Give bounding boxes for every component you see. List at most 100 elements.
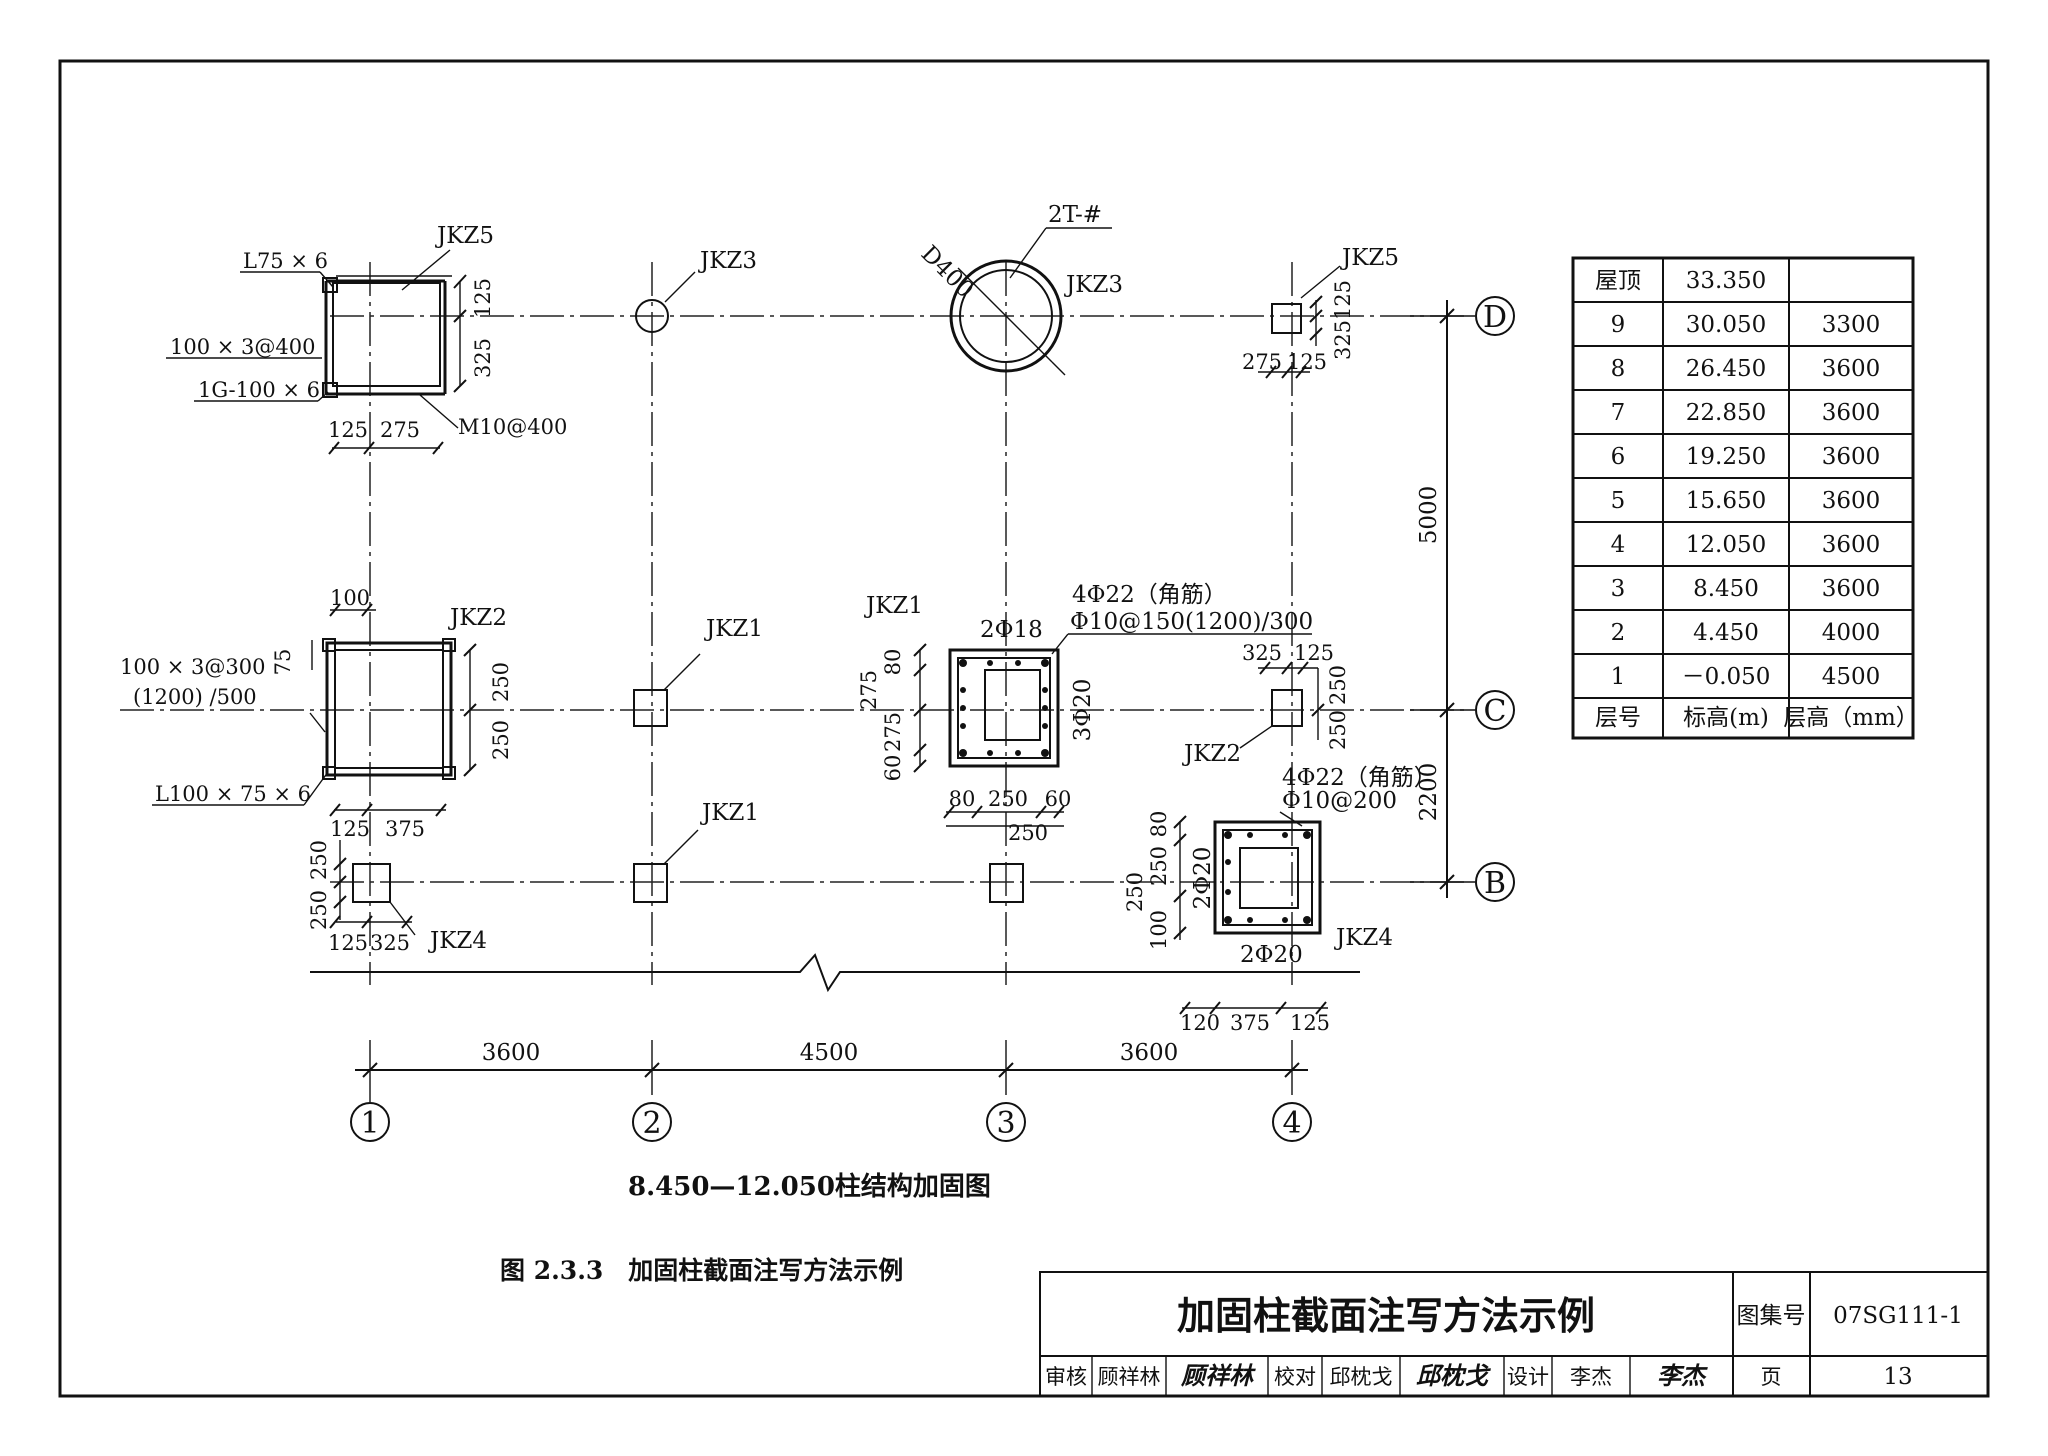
- label-4phi22-corner: 4Φ22（角筋）: [1072, 582, 1227, 608]
- dim-jkz4r-375: 375: [1230, 1011, 1270, 1035]
- table-cell-height: 4000: [1822, 620, 1881, 646]
- table-cell-floor: 2: [1611, 620, 1626, 646]
- check-label: 校对: [1274, 1365, 1316, 1389]
- axis-bubble-4: [1272, 1102, 1312, 1142]
- table-header-floor: 层号: [1595, 705, 1641, 731]
- label-jkz4-stirrup: Φ10@200: [1282, 788, 1397, 814]
- label-2t: 2T-#: [1048, 202, 1102, 228]
- label-plate-1200-500: (1200) /500: [133, 685, 257, 709]
- title-block: 加固柱截面注写方法示例 图集号 07SG111-1 审核 顾祥林 顾祥林 校对 …: [1039, 1271, 1989, 1397]
- table-cell-floor: 屋顶: [1595, 268, 1641, 294]
- drawing-frame: [58, 59, 1990, 1398]
- label-jkz1-big: JKZ1: [864, 593, 923, 619]
- label-angle-l75: L75 × 6: [243, 249, 328, 273]
- dim-jkz2-75: 75: [271, 649, 295, 676]
- table-cell-floor: 1: [1611, 664, 1626, 690]
- label-plate-100x3-300: 100 × 3@300: [120, 655, 265, 679]
- dim-jkz4r-125: 125: [1290, 1011, 1330, 1035]
- dim-jkz2-250b: 250: [489, 720, 513, 760]
- column-jkz1-mid: JKZ1: [633, 616, 763, 727]
- table-cell-elev: 22.850: [1686, 400, 1766, 426]
- table-cell-elev: 33.350: [1686, 268, 1766, 294]
- column-axis3-b: [989, 863, 1024, 903]
- atlas-label: 图集号: [1737, 1303, 1806, 1329]
- figure-caption: 图 2.3.3 加固柱截面注写方法示例: [500, 1256, 903, 1285]
- dim-jkz1-b250b: 250: [1008, 821, 1048, 845]
- label-jkz4-right: JKZ4: [1334, 925, 1393, 951]
- dim-jkz2r-250a: 250: [1326, 665, 1350, 705]
- table-cell-floor: 6: [1611, 444, 1626, 470]
- table-cell-elev: 26.450: [1686, 356, 1766, 382]
- table-cell-height: 3600: [1822, 488, 1881, 514]
- dim-jkz5-right: 275: [380, 418, 420, 442]
- label-jkz2-right: JKZ2: [1182, 741, 1241, 767]
- dim-jkz1-b60: 60: [1045, 787, 1072, 811]
- dim-jkz4r-100: 100: [1147, 910, 1171, 950]
- table-cell-floor: 5: [1611, 488, 1626, 514]
- label-jkz3-small: JKZ3: [698, 248, 757, 274]
- label-jkz1-mid: JKZ1: [704, 616, 763, 642]
- dim-jkz5r-left: 275: [1242, 350, 1282, 374]
- label-jkz4-left: JKZ4: [428, 928, 487, 954]
- column-jkz5-left: JKZ5 L75 × 6 100 × 3@400 1G-100 × 6 M10@…: [166, 223, 567, 455]
- column-jkz5-right: JKZ5 125 325 275 125: [1242, 245, 1399, 379]
- table-cell-elev: 8.450: [1693, 576, 1759, 602]
- label-jkz3-round: JKZ3: [1064, 272, 1123, 298]
- column-jkz2-left: JKZ2 100 75 100 × 3@300 (1200) /500 L100…: [120, 586, 513, 841]
- column-jkz3-small: JKZ3: [635, 248, 757, 333]
- span-label-12: 3600: [482, 1040, 541, 1066]
- dim-jkz4r-80: 80: [1147, 811, 1171, 838]
- axis-label-1: 1: [360, 1106, 379, 1141]
- axis-label-3: 3: [996, 1106, 1015, 1141]
- dim-jkz2-375: 375: [385, 817, 425, 841]
- axis-bubble-D: [1475, 296, 1515, 336]
- design-label: 设计: [1507, 1365, 1549, 1389]
- span-label-DC: 5000: [1416, 486, 1442, 545]
- span-label-CB: 2200: [1416, 763, 1442, 822]
- table-cell-elev: 4.450: [1693, 620, 1759, 646]
- title-block-title: 加固柱截面注写方法示例: [1177, 1293, 1595, 1338]
- column-jkz1-lower: JKZ1: [633, 800, 759, 903]
- table-cell-height: 4500: [1822, 664, 1881, 690]
- page-label: 页: [1761, 1365, 1782, 1389]
- label-2phi18: 2Φ18: [980, 617, 1043, 643]
- dim-jkz1-275b: 275: [881, 712, 905, 752]
- table-cell-floor: 4: [1611, 532, 1626, 558]
- dim-jkz5-bottom: 325: [471, 338, 495, 378]
- table-cell-floor: 7: [1611, 400, 1626, 426]
- table-cell-floor: 9: [1611, 312, 1626, 338]
- dim-jkz1-80: 80: [881, 649, 905, 676]
- label-bolt-m10: M10@400: [458, 415, 567, 439]
- column-jkz4-left: JKZ4 250 250 125 325: [307, 840, 487, 955]
- dim-jkz2-125: 125: [330, 817, 370, 841]
- label-jkz4-corner: 4Φ22（角筋）: [1282, 765, 1437, 791]
- table-cell-height: 3600: [1822, 576, 1881, 602]
- table-cell-height: 3600: [1822, 400, 1881, 426]
- dim-jkz2r-125: 125: [1294, 641, 1334, 665]
- dim-jkz2r-250b: 250: [1326, 710, 1350, 750]
- dim-jkz4-325: 325: [370, 931, 410, 955]
- column-jkz2-right: JKZ2 325 125 250 250: [1182, 641, 1350, 767]
- dim-jkz2-100: 100: [330, 586, 370, 610]
- dim-jkz1-60: 60: [881, 755, 905, 782]
- dim-jkz5r-top: 125: [1331, 280, 1355, 320]
- dim-jkz5-left: 125: [328, 418, 368, 442]
- designer-signature: 李杰: [1657, 1361, 1708, 1390]
- axis-label-4: 4: [1282, 1106, 1301, 1141]
- table-cell-height: 3300: [1822, 312, 1881, 338]
- column-jkz4-right: 4Φ22（角筋） Φ10@200 2Φ20 2Φ20 JKZ4 80 250 2…: [1123, 765, 1437, 1035]
- column-axis-markers: 3600 4500 3600 1 2 3 4: [350, 1040, 1312, 1142]
- table-cell-floor: 8: [1611, 356, 1626, 382]
- label-jkz4-side: 2Φ20: [1190, 847, 1216, 910]
- dim-jkz4r-120: 120: [1180, 1011, 1220, 1035]
- dim-jkz4-125: 125: [328, 931, 368, 955]
- designer-name: 李杰: [1570, 1365, 1612, 1389]
- table-cell-elev: 30.050: [1686, 312, 1766, 338]
- label-d400: D400: [916, 241, 978, 303]
- checker-name: 邱枕戈: [1330, 1365, 1393, 1389]
- dim-jkz4r-250: 250: [1147, 846, 1171, 886]
- label-jkz2-left: JKZ2: [448, 605, 507, 631]
- axis-label-B: B: [1484, 866, 1506, 901]
- label-plate-100x3-400: 100 × 3@400: [170, 335, 315, 359]
- dim-jkz5r-right: 125: [1287, 350, 1327, 374]
